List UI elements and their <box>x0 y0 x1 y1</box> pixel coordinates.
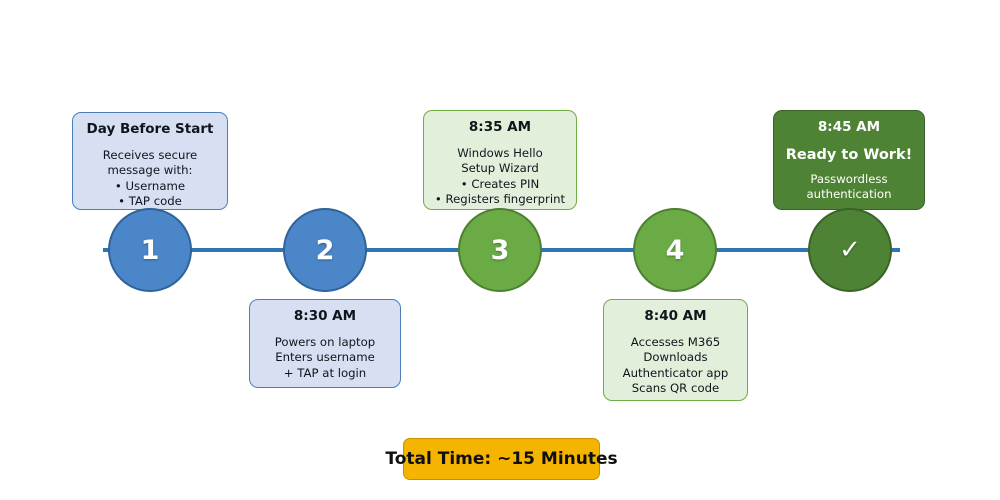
timeline-node-complete[interactable]: ✓ <box>808 208 892 292</box>
card-line: message with: <box>107 163 193 178</box>
card-line: Windows Hello <box>457 145 543 160</box>
card-line: Scans QR code <box>631 381 720 396</box>
card-line: + TAP at login <box>283 365 367 380</box>
card-line: Authenticator app <box>622 365 729 380</box>
timeline-node-2[interactable]: 2 <box>283 208 367 292</box>
card-heading: 8:30 AM <box>293 308 357 324</box>
timeline-node-3[interactable]: 3 <box>458 208 542 292</box>
card-line: authentication <box>806 187 892 202</box>
card-line: Enters username <box>275 350 375 365</box>
card-line: • Creates PIN <box>460 176 540 191</box>
total-time-banner <box>403 438 600 480</box>
card-line: Receives secure <box>102 147 198 162</box>
node-label: 1 <box>140 234 160 266</box>
timeline-card-840am: 8:40 AM Accesses M365 Downloads Authenti… <box>603 299 748 401</box>
node-label: 4 <box>665 234 685 266</box>
card-line: Accesses M365 <box>630 334 721 349</box>
card-line: • Username <box>114 178 186 193</box>
total-time-label: Total Time: ~15 Minutes <box>385 449 618 469</box>
node-label: 3 <box>490 234 510 266</box>
card-line: Setup Wizard <box>461 161 539 176</box>
checkmark-icon: ✓ <box>839 235 861 265</box>
timeline-card-835am: 8:35 AM Windows Hello Setup Wizard • Cre… <box>423 110 577 210</box>
card-heading: 8:45 AM <box>817 119 881 135</box>
timeline-card-830am: 8:30 AM Powers on laptop Enters username… <box>249 299 401 388</box>
timeline-card-day-before-start: Day Before Start Receives secure message… <box>72 112 228 210</box>
node-label: 2 <box>315 234 335 266</box>
timeline-card-845am-ready: 8:45 AM Ready to Work! Passwordless auth… <box>773 110 925 210</box>
card-heading: Day Before Start <box>86 121 214 137</box>
timeline-node-1[interactable]: 1 <box>108 208 192 292</box>
card-line: • TAP code <box>118 194 182 209</box>
card-heading: 8:40 AM <box>644 308 707 324</box>
card-heading: 8:35 AM <box>468 119 532 135</box>
card-line: Powers on laptop <box>274 334 376 349</box>
card-subheading: Ready to Work! <box>785 146 913 163</box>
timeline-node-4[interactable]: 4 <box>633 208 717 292</box>
card-line: Downloads <box>643 350 708 365</box>
card-line: Passwordless <box>810 171 888 186</box>
card-line: • Registers fingerprint <box>434 192 566 207</box>
